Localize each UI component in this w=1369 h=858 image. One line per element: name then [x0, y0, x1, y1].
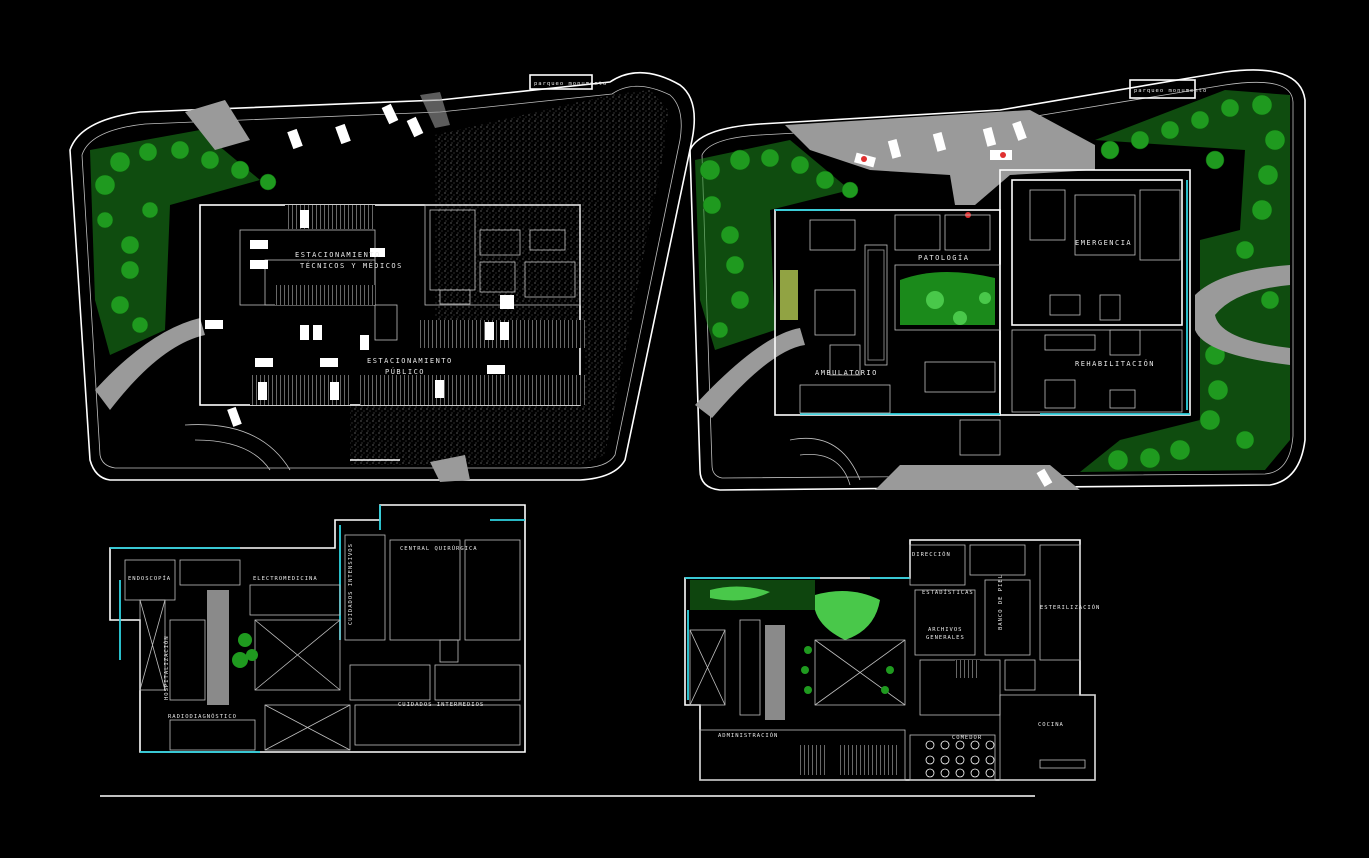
- sign-label-right: parqueo monumento: [1134, 88, 1207, 94]
- label-icu: CUIDADOS INTENSIVOS: [348, 543, 354, 625]
- label-blood-bank: BANCO DE PIEL: [998, 574, 1004, 630]
- label-dining: COMEDOR: [952, 735, 982, 741]
- label-hospitalization: HOSPITALIZACIÓN: [163, 635, 170, 700]
- label-emergency: EMERGENCIA: [1075, 239, 1132, 247]
- ambulance-cross-icon: [861, 156, 867, 162]
- sign-label-left: parqueo monumento: [534, 81, 607, 87]
- label-statistics: ESTADÍSTICAS: [922, 588, 974, 596]
- dining-tables: [925, 740, 995, 778]
- trees-right: [699, 94, 1286, 471]
- ambulance-cross-icon: [1000, 152, 1006, 158]
- site-plan-left: parqueo monumento ESTACIONAMIENTO TÉCNIC…: [69, 71, 696, 482]
- label-sterilization: ESTERILIZACIÓN: [1040, 604, 1100, 611]
- label-archives-2: GENERALES: [926, 635, 965, 641]
- parked-cars-left: [205, 103, 514, 427]
- hatched-parking-area: [350, 90, 668, 465]
- floor-plan-left: ELECTROMEDICINA ENDOSCOPÍA CENTRAL QUIRÚ…: [109, 504, 526, 753]
- vegetation-zone-left: [90, 130, 260, 355]
- label-kitchen: COCINA: [1038, 722, 1064, 728]
- label-central-surgery: CENTRAL QUIRÚRGICA: [400, 545, 478, 552]
- label-rehab: REHABILITACIÓN: [1075, 359, 1155, 368]
- label-public-parking-2: PÚBLICO: [385, 367, 425, 376]
- label-radiodiagnostics: RADIODIAGNÓSTICO: [168, 713, 237, 720]
- label-outpatient: AMBULATORIO: [815, 369, 878, 377]
- site-plan-right: parqueo monumento PATOLOGÍA EMERGENCIA A…: [689, 69, 1306, 491]
- label-staff-parking-1: ESTACIONAMIENTO: [295, 251, 381, 259]
- label-intermediate-care: CUIDADOS INTERMEDIOS: [398, 702, 484, 708]
- floor-plan-right: DIRECCIÓN ESTADÍSTICAS ARCHIVOS GENERALE…: [684, 539, 1100, 781]
- label-endoscopy: ENDOSCOPÍA: [128, 574, 171, 582]
- label-direction: DIRECCIÓN: [912, 551, 951, 558]
- label-electromedicine: ELECTROMEDICINA: [253, 576, 318, 582]
- label-public-parking-1: ESTACIONAMIENTO: [367, 357, 453, 365]
- trees-left: [94, 140, 277, 334]
- label-pathology: PATOLOGÍA: [918, 253, 969, 262]
- label-archives-1: ARCHIVOS: [928, 627, 963, 633]
- label-administration: ADMINISTRACIÓN: [718, 732, 778, 739]
- label-staff-parking-2: TÉCNICOS Y MÉDICOS: [300, 261, 403, 270]
- sign-box-left: [529, 74, 593, 90]
